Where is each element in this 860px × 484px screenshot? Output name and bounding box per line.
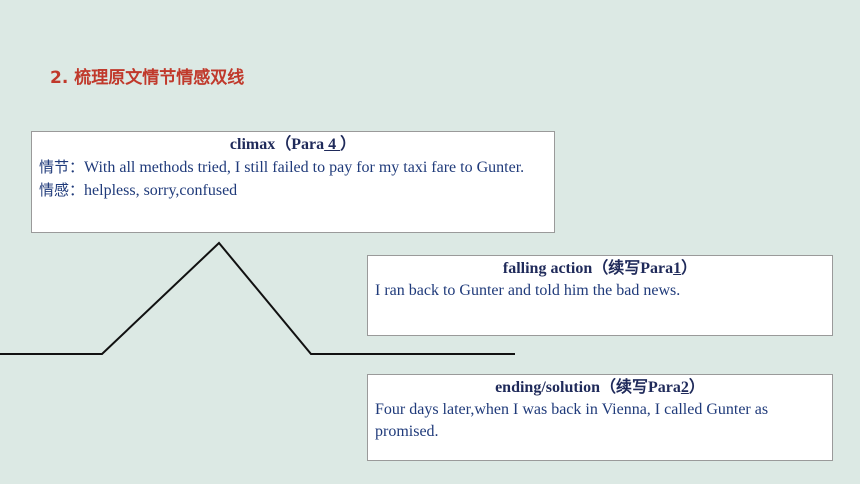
plot-arc-line — [0, 241, 515, 355]
climax-emotion: 情感：helpless, sorry,confused — [39, 179, 547, 202]
ending-para-number: 2 — [680, 379, 689, 396]
climax-para-number: 4 — [324, 136, 341, 153]
emotion-label: 情感： — [39, 181, 85, 199]
section-heading: 2. 梳理原文情节情感双线 — [50, 68, 245, 88]
climax-plot: 情节：With all methods tried, I still faile… — [39, 156, 547, 179]
falling-action-text: I ran back to Gunter and told him the ba… — [375, 282, 681, 299]
plot-label: 情节： — [39, 158, 85, 176]
falling-action-box: falling action（续写Para1） I ran back to Gu… — [367, 255, 833, 336]
falling-action-title: falling action（续写Para1） — [502, 260, 698, 277]
ending-title: ending/solution（续写Para2） — [495, 379, 705, 396]
climax-title: climax（Para 4 ） — [229, 136, 357, 153]
ending-text: Four days later,when I was back in Vienn… — [375, 401, 769, 440]
falling-para-number: 1 — [673, 260, 682, 277]
ending-box: ending/solution（续写Para2） Four days later… — [367, 374, 833, 461]
climax-box: climax（Para 4 ） 情节：With all methods trie… — [31, 131, 555, 233]
plot-text: With all methods tried, I still failed t… — [84, 159, 525, 176]
emotion-text: helpless, sorry,confused — [84, 182, 238, 199]
